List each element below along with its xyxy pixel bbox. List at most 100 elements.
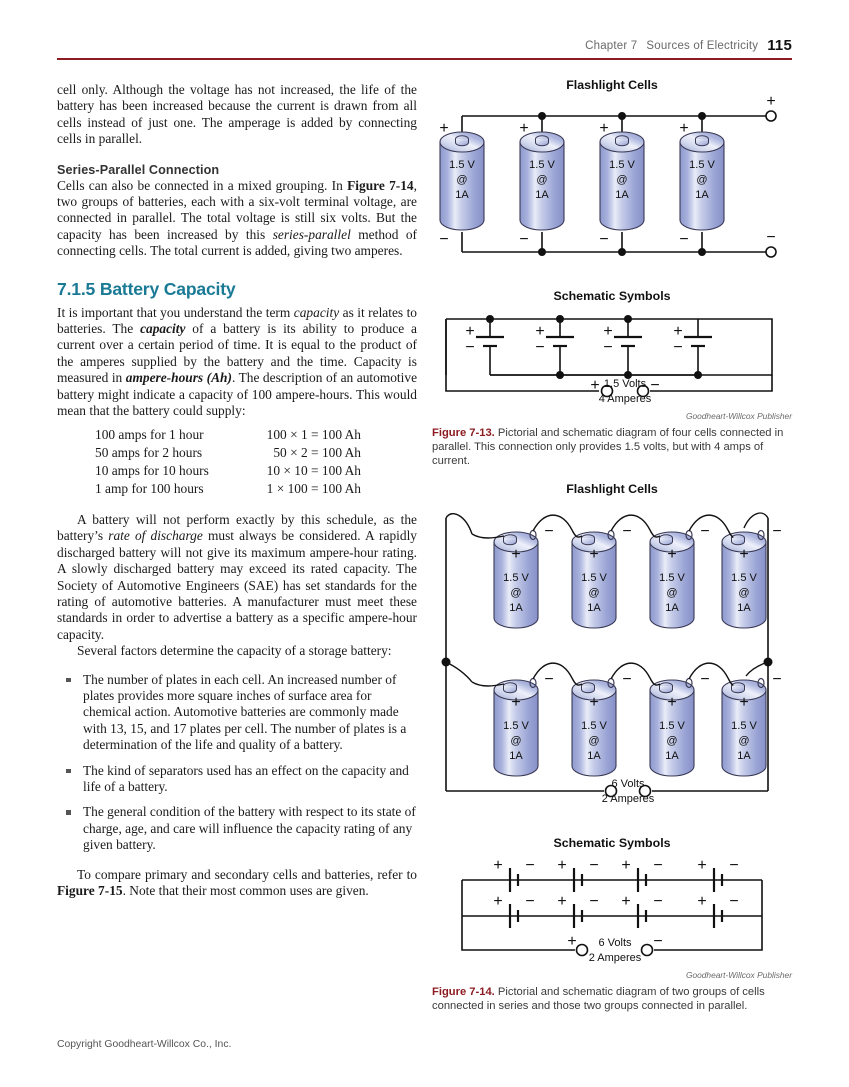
schematic-minus-sign: − bbox=[673, 339, 682, 356]
cell-voltage-label: 1.5 V bbox=[529, 159, 555, 171]
figure-7-14-pictorial-diagram: + − 1.5 V @ 1A + − 1.5 V bbox=[441, 512, 782, 805]
figure-7-13-caption-text: Pictorial and schematic diagram of four … bbox=[432, 427, 784, 467]
bullet-square-icon bbox=[66, 810, 71, 815]
cell-current-label: 1A bbox=[535, 189, 549, 201]
cell-plus-sign: + bbox=[439, 120, 448, 137]
figure-7-14: Flashlight Cells + − bbox=[432, 482, 792, 1013]
cell-current-label: 1A bbox=[665, 602, 679, 614]
header-chapter-title: Sources of Electricity bbox=[646, 40, 759, 52]
cell-at-label: @ bbox=[456, 174, 467, 186]
schematic-outer-right bbox=[654, 880, 763, 951]
junction-dot bbox=[698, 248, 706, 256]
schematic-outer-wire-left bbox=[445, 319, 599, 392]
output-minus-sign: − bbox=[650, 377, 659, 394]
negative-terminal-post bbox=[640, 943, 654, 957]
schematic-minus-sign: − bbox=[653, 857, 662, 874]
cell-at-label: @ bbox=[666, 735, 677, 747]
page-number: 115 bbox=[767, 37, 792, 54]
para3-bold-ampere-hours: ampere-hours (Ah) bbox=[125, 370, 232, 386]
capacity-calculation-table: 100 amps for 1 hour 100 × 1 = 100 Ah 50 … bbox=[95, 427, 361, 499]
cell-at-label: @ bbox=[510, 587, 521, 599]
list-item-text: The general condition of the battery wit… bbox=[83, 804, 416, 853]
jumper-wire bbox=[688, 514, 729, 532]
table-row: 1 amp for 100 hours 1 × 100 = 100 Ah bbox=[95, 481, 361, 499]
battery-cell: + − 1.5 V @ 1A bbox=[649, 523, 710, 629]
cell-minus-sign: − bbox=[439, 231, 448, 248]
cell-plus-sign: + bbox=[589, 694, 598, 711]
battery-cell: + − 1.5 V @ 1A bbox=[721, 523, 782, 629]
cell-current-label: 1A bbox=[509, 602, 523, 614]
cell-minus-sign: − bbox=[772, 671, 781, 688]
figure-7-14-caption-text: Pictorial and schematic diagram of two g… bbox=[432, 986, 765, 1012]
battery-cell: + − 1.5 V @ 1A bbox=[571, 523, 632, 629]
cell-voltage-label: 1.5 V bbox=[731, 720, 757, 732]
cell-minus-sign: − bbox=[519, 231, 528, 248]
junction-dot bbox=[556, 315, 564, 323]
schematic-plus-sign: + bbox=[697, 857, 706, 874]
schematic-plus-sign: + bbox=[697, 893, 706, 910]
cell-minus-sign: − bbox=[544, 671, 553, 688]
junction-dot bbox=[624, 315, 632, 323]
negative-terminal-post bbox=[765, 246, 777, 258]
cell-minus-sign: − bbox=[700, 523, 709, 540]
output-voltage-label: 6 Volts bbox=[611, 778, 645, 790]
cell-voltage-label: 1.5 V bbox=[659, 572, 685, 584]
header-rule bbox=[57, 58, 792, 60]
schematic-cell-symbol: + − bbox=[697, 893, 739, 928]
schematic-minus-sign: − bbox=[729, 893, 738, 910]
positive-terminal-post bbox=[600, 384, 614, 398]
output-current-label: 2 Amperes bbox=[589, 952, 642, 964]
cell-voltage-label: 1.5 V bbox=[503, 572, 529, 584]
cell-at-label: @ bbox=[588, 587, 599, 599]
schematic-outer-left bbox=[461, 880, 575, 951]
schematic-cell-symbol: + − bbox=[621, 893, 663, 928]
running-head: Chapter 7 Sources of Electricity 115 bbox=[585, 36, 792, 54]
figure-7-14-pictorial-title: Flashlight Cells bbox=[566, 482, 658, 496]
schematic-minus-sign: − bbox=[603, 339, 612, 356]
negative-terminal-post bbox=[636, 384, 650, 398]
figure-reference-7-15: Figure 7-15 bbox=[57, 883, 123, 898]
schematic-plus-sign: + bbox=[493, 857, 502, 874]
header-chapter: Chapter 7 bbox=[585, 40, 638, 52]
output-plus-sign: + bbox=[567, 933, 576, 950]
schematic-outer-wire-right bbox=[446, 318, 773, 376]
junction-dot bbox=[698, 112, 706, 120]
schematic-minus-sign: − bbox=[589, 857, 598, 874]
schematic-plus-sign: + bbox=[621, 893, 630, 910]
jumper-wire bbox=[532, 514, 573, 532]
battery-cell: + − 1.5 V @ 1A bbox=[471, 523, 554, 629]
cell-current-label: 1A bbox=[737, 750, 751, 762]
calc-label: 10 amps for 10 hours bbox=[95, 462, 209, 478]
junction-dot bbox=[618, 112, 626, 120]
negative-terminal-ring bbox=[757, 677, 765, 689]
cell-voltage-label: 1.5 V bbox=[581, 572, 607, 584]
figure-7-13-credit: Goodheart-Willcox Publisher bbox=[685, 411, 792, 421]
list-item-text: The number of plates in each cell. An in… bbox=[83, 671, 407, 753]
subheading-series-parallel: Series-Parallel Connection bbox=[57, 162, 220, 177]
battery-cell: + − 1.5 V @ 1A bbox=[471, 671, 554, 777]
cell-voltage-label: 1.5 V bbox=[609, 159, 635, 171]
schematic-cell-symbol: + − bbox=[493, 857, 535, 892]
schematic-cell-symbol: + − bbox=[557, 857, 599, 892]
list-item: The general condition of the battery wit… bbox=[57, 804, 417, 853]
jumper-wire bbox=[610, 662, 651, 680]
calc-table-body: 100 amps for 1 hour 100 × 1 = 100 Ah 50 … bbox=[95, 427, 361, 499]
cell-at-label: @ bbox=[616, 174, 627, 186]
calc-equation: 1 × 100 = 100 Ah bbox=[266, 480, 361, 496]
negative-terminal-ring bbox=[757, 529, 765, 541]
output-current-label: 4 Amperes bbox=[599, 393, 652, 405]
schematic-outer-wire-bottom bbox=[650, 375, 773, 392]
junction-dot bbox=[618, 248, 626, 256]
calc-label: 1 amp for 100 hours bbox=[95, 480, 204, 496]
para6-part-b: . Note that their most common uses are g… bbox=[122, 883, 369, 898]
battery-cell: 1.5 V @ 1A + − bbox=[439, 116, 485, 252]
battery-cell: + − 1.5 V @ 1A bbox=[721, 671, 782, 777]
cell-voltage-label: 1.5 V bbox=[689, 159, 715, 171]
cell-minus-sign: − bbox=[544, 523, 553, 540]
para4-part-b: must always be considered. A rapidly dis… bbox=[57, 528, 417, 642]
schematic-plus-sign: + bbox=[535, 323, 544, 340]
para2-part-a: Cells can also be connected in a mixed g… bbox=[57, 177, 348, 193]
battery-cell: + − 1.5 V @ 1A bbox=[571, 671, 632, 777]
schematic-cell-symbol: + − bbox=[535, 315, 574, 379]
copyright-notice: Copyright Goodheart-Willcox Co., Inc. bbox=[57, 1039, 232, 1050]
